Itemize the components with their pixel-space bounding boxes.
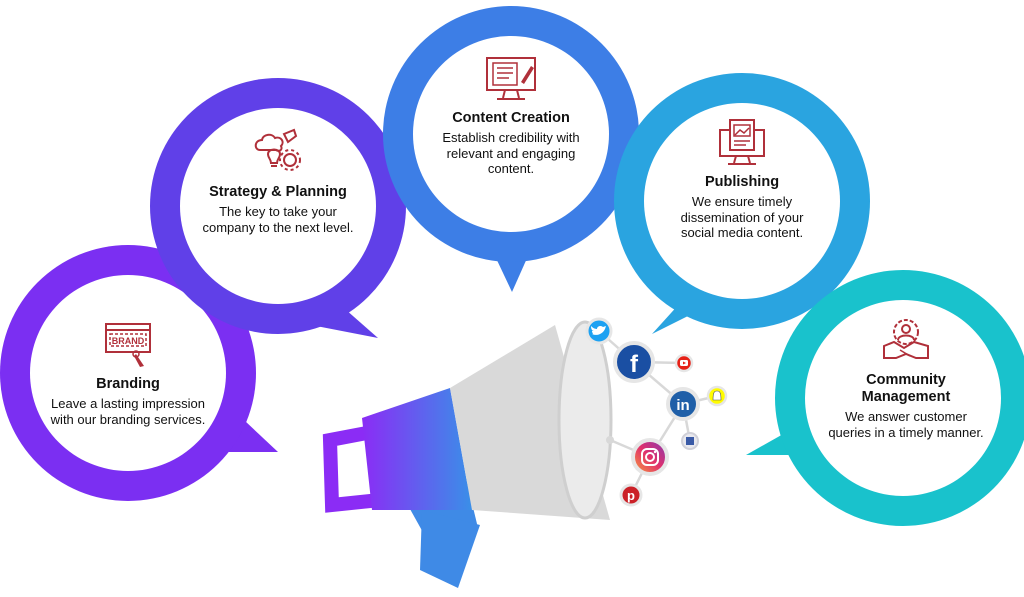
bubble-strategy	[150, 78, 406, 338]
instagram-icon	[631, 438, 669, 476]
service-publishing: Publishing We ensure timely disseminatio…	[667, 118, 817, 241]
monitor-publish-icon	[719, 119, 765, 165]
strategy-gear-icon	[254, 128, 301, 171]
monitor-edit-icon	[486, 57, 536, 100]
bubble-community	[746, 270, 1024, 526]
service-description: Establish credibility with relevant and …	[442, 130, 580, 176]
service-description: Leave a lasting impression with our bran…	[50, 396, 206, 427]
foursquare-icon	[681, 432, 699, 450]
service-title: Strategy & Planning	[209, 184, 347, 200]
svg-text:BRAND: BRAND	[112, 336, 145, 346]
pinterest-icon: p	[619, 483, 643, 507]
bubble-publishing	[614, 73, 870, 334]
service-content-creation: Content Creation Establish credibility w…	[431, 54, 591, 177]
service-description: The key to take your company to the next…	[202, 204, 354, 235]
svg-text:p: p	[627, 488, 635, 503]
service-title: Community Management	[861, 372, 951, 405]
service-title: Branding	[96, 376, 160, 392]
svg-text:in: in	[676, 397, 689, 414]
megaphone	[322, 320, 613, 588]
service-description: We ensure timely dissemination of your s…	[680, 194, 804, 240]
youtube-icon	[674, 353, 694, 373]
service-community-management: Community Management We answer customer …	[823, 316, 989, 440]
brand-sign-icon: BRAND	[105, 323, 151, 367]
bubble-content-creation	[383, 6, 639, 292]
community-handshake-icon	[883, 319, 929, 359]
snapchat-icon	[706, 385, 728, 407]
facebook-icon: f	[613, 341, 655, 383]
service-strategy-planning: Strategy & Planning The key to take your…	[198, 128, 358, 235]
service-description: We answer customer queries in a timely m…	[828, 409, 984, 440]
bubble-branding	[0, 245, 278, 501]
service-title: Content Creation	[452, 110, 570, 126]
service-branding: BRAND Branding Leave a lasting impressio…	[48, 320, 208, 427]
network-node	[606, 436, 614, 444]
linkedin-icon: in	[666, 387, 700, 421]
svg-text:f: f	[630, 351, 639, 378]
service-title: Publishing	[704, 174, 780, 190]
twitter-icon	[585, 317, 613, 345]
